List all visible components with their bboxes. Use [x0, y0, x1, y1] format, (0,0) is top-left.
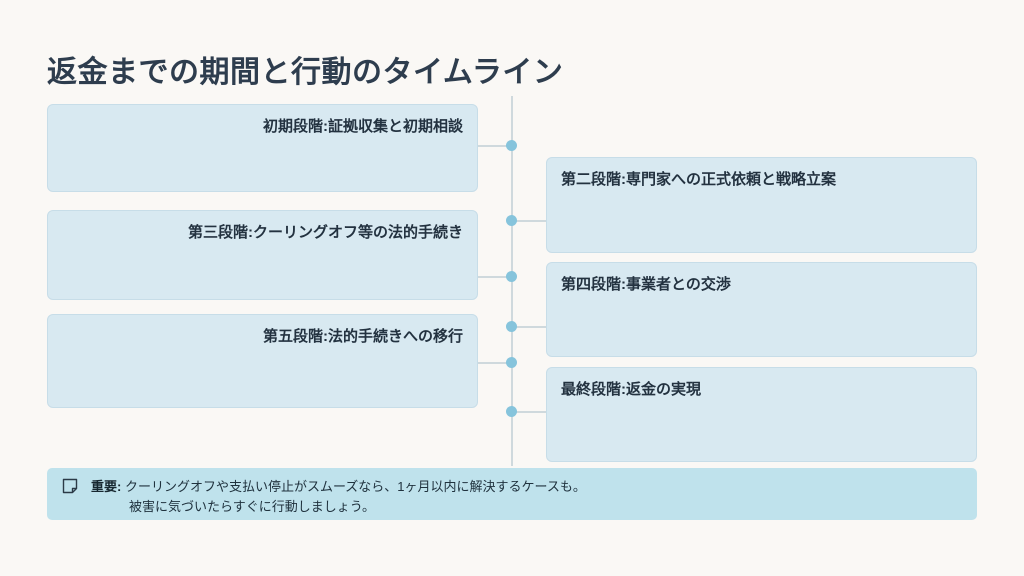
note-label: 重要: [91, 479, 122, 494]
timeline-dot-4[interactable] [506, 321, 517, 332]
note-line-1: クーリングオフや支払い停止がスムーズなら、1ヶ月以内に解決するケースも。 [121, 479, 586, 494]
important-note-bar: 重要: クーリングオフや支払い停止がスムーズなら、1ヶ月以内に解決するケースも。… [47, 468, 977, 520]
timeline-dot-2[interactable] [506, 215, 517, 226]
timeline-card-5-label: 第五段階:法的手続きへの移行 [263, 328, 463, 345]
timeline-dot-5[interactable] [506, 357, 517, 368]
timeline-card-1[interactable]: 初期段階:証拠収集と初期相談 [47, 104, 478, 192]
page-title: 返金までの期間と行動のタイムライン [47, 56, 564, 89]
timeline-connector-1 [478, 145, 512, 147]
timeline-connector-6 [512, 411, 546, 413]
timeline-card-2-label: 第二段階:専門家への正式依頼と戦略立案 [561, 171, 836, 188]
timeline-diagram: 初期段階:証拠収集と初期相談 第二段階:専門家への正式依頼と戦略立案 第三段階:… [0, 96, 1024, 466]
note-text: 重要: クーリングオフや支払い停止がスムーズなら、1ヶ月以内に解決するケースも。… [91, 477, 586, 517]
timeline-card-5[interactable]: 第五段階:法的手続きへの移行 [47, 314, 478, 408]
timeline-card-6-label: 最終段階:返金の実現 [561, 381, 701, 398]
timeline-card-3[interactable]: 第三段階:クーリングオフ等の法的手続き [47, 210, 478, 300]
timeline-dot-1[interactable] [506, 140, 517, 151]
note-icon [62, 478, 78, 494]
timeline-card-4[interactable]: 第四段階:事業者との交渉 [546, 262, 977, 357]
timeline-connector-5 [478, 362, 512, 364]
timeline-connector-4 [512, 326, 546, 328]
timeline-card-6[interactable]: 最終段階:返金の実現 [546, 367, 977, 462]
timeline-card-4-label: 第四段階:事業者との交渉 [561, 276, 731, 293]
timeline-card-3-label: 第三段階:クーリングオフ等の法的手続き [188, 224, 463, 241]
timeline-connector-2 [512, 220, 546, 222]
note-line-2: 被害に気づいたらすぐに行動しましょう。 [129, 499, 375, 515]
timeline-connector-3 [478, 276, 512, 278]
timeline-card-2[interactable]: 第二段階:専門家への正式依頼と戦略立案 [546, 157, 977, 253]
timeline-dot-6[interactable] [506, 406, 517, 417]
timeline-dot-3[interactable] [506, 271, 517, 282]
timeline-card-1-label: 初期段階:証拠収集と初期相談 [263, 118, 463, 135]
